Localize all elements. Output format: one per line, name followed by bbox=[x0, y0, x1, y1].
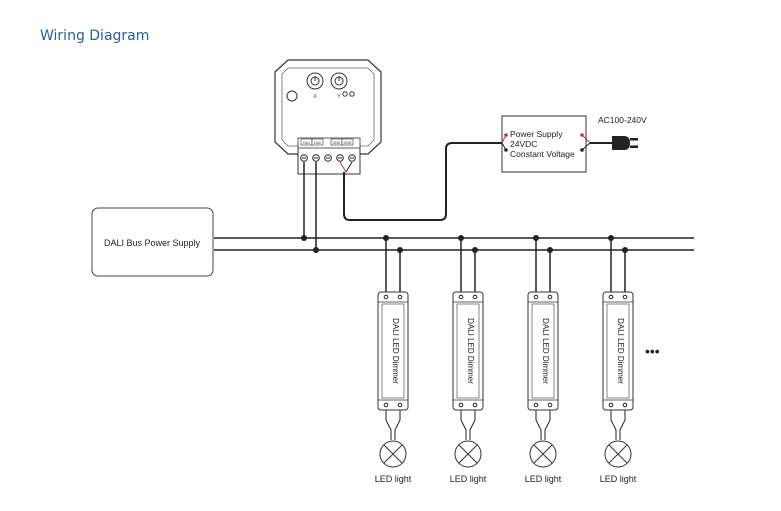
dimmer-label: DALI LED Dimmer bbox=[391, 318, 400, 384]
led-light-icon-cross-2 bbox=[383, 444, 403, 464]
dimmer-bottom-terminal-1 bbox=[383, 402, 389, 408]
dial-x-label: X bbox=[313, 94, 317, 100]
dimmer-junction-a bbox=[383, 235, 389, 241]
light-wire-b bbox=[544, 410, 551, 440]
dimmer-bottom-terminal-2 bbox=[547, 402, 553, 408]
dimmer-top-terminal-1 bbox=[608, 294, 614, 300]
dimmer-junction-b bbox=[397, 247, 403, 253]
light-wire-a bbox=[535, 410, 542, 440]
dimmer-top-terminal-2 bbox=[472, 294, 478, 300]
dimmer-top-terminal-2 bbox=[622, 294, 628, 300]
more-indicator: ••• bbox=[645, 343, 660, 359]
power-wire-main bbox=[343, 142, 502, 221]
ac-voltage-label: AC100-240V bbox=[598, 115, 647, 125]
dimmer-junction-b bbox=[472, 247, 478, 253]
dimmer-bottom-terminal-1 bbox=[533, 402, 539, 408]
dimmer-label-panel bbox=[456, 303, 480, 399]
dimmer-label: DALI LED Dimmer bbox=[541, 318, 550, 384]
junction-da2 bbox=[313, 247, 319, 253]
dimmer-top-terminal-1 bbox=[383, 294, 389, 300]
led-light-icon-cross-2 bbox=[533, 444, 553, 464]
dimmer-junction-a bbox=[608, 235, 614, 241]
power-wire-negative bbox=[345, 161, 353, 173]
dimmer-bottom-terminal-1 bbox=[608, 402, 614, 408]
dimmer-label: DALI LED Dimmer bbox=[466, 318, 475, 384]
dali-bus-power-supply: DALI Bus Power Supply bbox=[91, 207, 214, 277]
dimmer-label-panel bbox=[381, 303, 405, 399]
indicator-led-1 bbox=[342, 91, 348, 97]
dali-bus-power-supply-label: DALI Bus Power Supply bbox=[104, 238, 201, 248]
power-supply-line1: Power Supply bbox=[510, 129, 563, 139]
dimmer-bottom-terminal-2 bbox=[472, 402, 478, 408]
terminal-label-3: GND bbox=[333, 141, 341, 145]
dimmer-bottom-terminal-2 bbox=[397, 402, 403, 408]
dimmer-top-terminal-2 bbox=[397, 294, 403, 300]
power-supply-box: Power Supply 24VDC Constant Voltage bbox=[501, 115, 587, 173]
dial-y bbox=[330, 72, 348, 90]
ps-lead-black bbox=[501, 142, 507, 151]
terminal-screws bbox=[300, 154, 356, 162]
power-supply-line3: Constant Voltage bbox=[510, 149, 575, 159]
terminal-label-2: DA2 bbox=[314, 141, 321, 145]
dial-x bbox=[306, 72, 324, 90]
light-wire-a bbox=[610, 410, 617, 440]
light-wire-b bbox=[619, 410, 626, 440]
led-light-label: LED light bbox=[600, 474, 637, 484]
light-wire-b bbox=[394, 410, 401, 440]
led-light-label: LED light bbox=[450, 474, 487, 484]
power-supply-line2: 24VDC bbox=[510, 139, 537, 149]
dimmer-label-panel bbox=[606, 303, 630, 399]
controller-button bbox=[286, 90, 298, 102]
light-wire-a bbox=[460, 410, 467, 440]
dimmer-bottom-terminal-2 bbox=[622, 402, 628, 408]
led-light-label: LED light bbox=[375, 474, 412, 484]
ac-wire-black bbox=[581, 142, 591, 151]
dimmer-label-panel bbox=[531, 303, 555, 399]
dial-y-label: Y bbox=[337, 94, 341, 100]
dimmer-junction-b bbox=[547, 247, 553, 253]
dimmer-top-terminal-1 bbox=[533, 294, 539, 300]
ps-lead-red bbox=[501, 134, 507, 144]
dimmer-junction-a bbox=[458, 235, 464, 241]
ac-plug-icon bbox=[612, 136, 638, 150]
led-light-icon-cross-2 bbox=[458, 444, 478, 464]
power-wire-positive bbox=[339, 161, 347, 173]
dimmer-junction-b bbox=[622, 247, 628, 253]
terminal-label-4: GND bbox=[344, 141, 352, 145]
dimmer-label: DALI LED Dimmer bbox=[616, 318, 625, 384]
indicator-led-2 bbox=[349, 91, 355, 97]
controller-unit: X Y DA1 DA2 GND GND bbox=[274, 59, 382, 175]
led-light-icon-cross-2 bbox=[608, 444, 628, 464]
diagram-title: Wiring Diagram bbox=[40, 28, 150, 44]
dimmer-bottom-terminal-1 bbox=[458, 402, 464, 408]
light-wire-a bbox=[385, 410, 392, 440]
led-light-label: LED light bbox=[525, 474, 562, 484]
ac-wire-red bbox=[581, 134, 591, 144]
terminal-label-1: DA1 bbox=[303, 141, 310, 145]
junction-da1 bbox=[301, 235, 307, 241]
dimmer-top-terminal-2 bbox=[547, 294, 553, 300]
dimmer-junction-a bbox=[533, 235, 539, 241]
dimmer-top-terminal-1 bbox=[458, 294, 464, 300]
light-wire-b bbox=[469, 410, 476, 440]
